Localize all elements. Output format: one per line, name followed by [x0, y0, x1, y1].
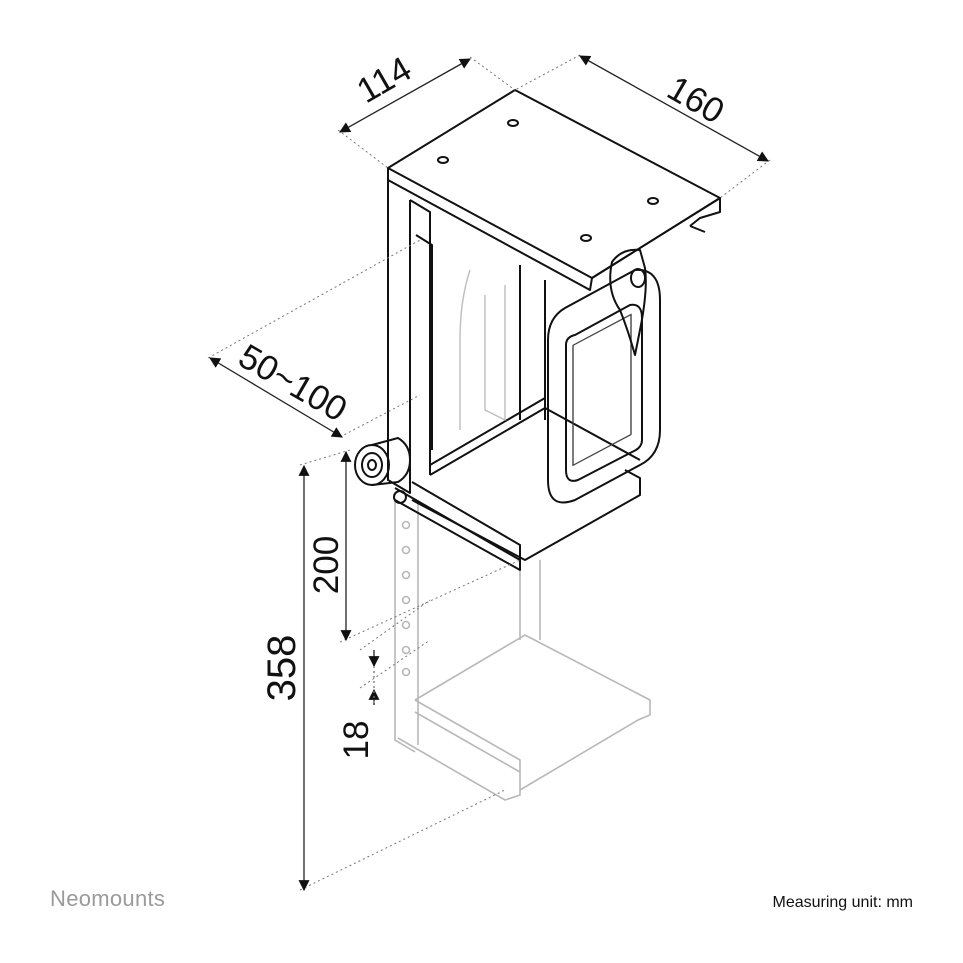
dim-line-width [579, 55, 769, 162]
dim-label-height-adjust: 50~100 [232, 337, 354, 430]
dim-line-depth [339, 58, 471, 133]
dim-label-width: 160 [661, 69, 731, 132]
top-mounting-plate [387, 89, 721, 279]
clamp-lever [609, 248, 647, 356]
dim-label-depth: 114 [350, 49, 418, 111]
holder-main [354, 89, 721, 571]
dim-line-height-adjust [209, 357, 343, 438]
dim-label-total-height: 358 [260, 635, 304, 702]
dimension-lines [207, 54, 771, 892]
holder-lowest-position-ghost [394, 500, 651, 801]
measuring-unit-note: Measuring unit: mm [772, 894, 914, 911]
dim-label-top-drop: 200 [307, 536, 346, 594]
side-clamp [547, 268, 661, 504]
brand-logo-text: Neomounts [50, 886, 166, 911]
dim-label-step: 18 [337, 721, 376, 760]
adjustment-knob [354, 437, 411, 486]
left-vertical-post [387, 180, 411, 494]
